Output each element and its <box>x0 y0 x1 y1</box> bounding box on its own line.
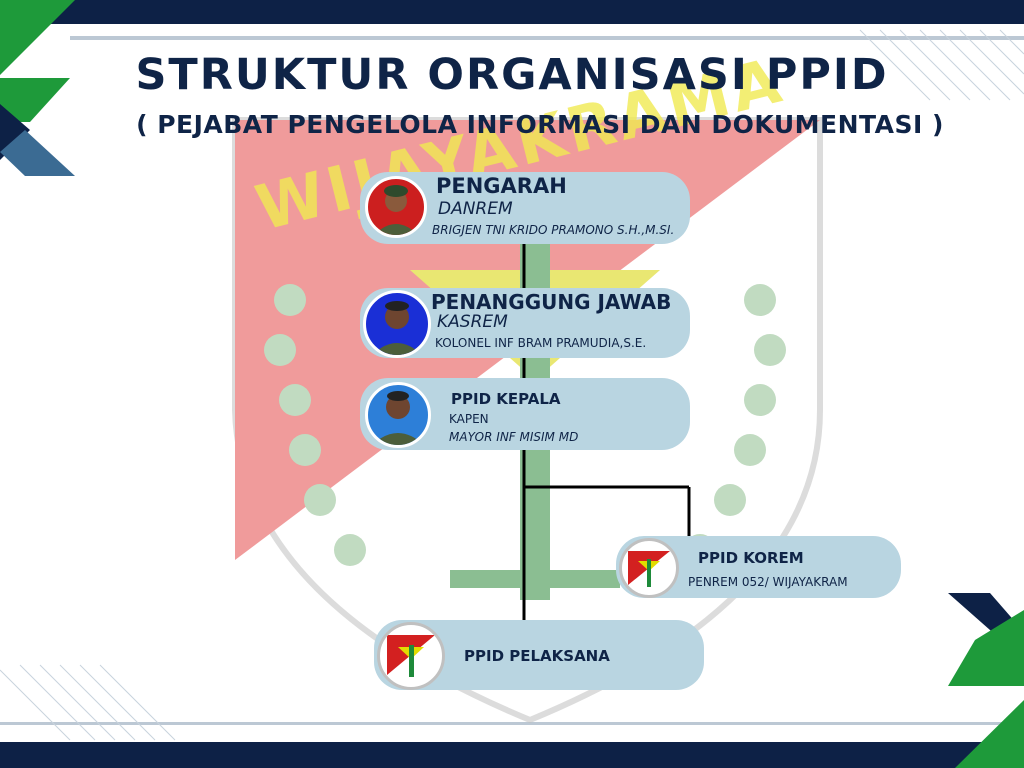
avatar <box>365 382 431 448</box>
top-divider <box>70 36 1024 40</box>
wijayakrama-logo <box>377 622 445 690</box>
node-name: MAYOR INF MISIM MD <box>449 430 579 444</box>
page-subtitle: ( PEJABAT PENGELOLA INFORMASI DAN DOKUME… <box>136 110 944 139</box>
node-name: BRIGJEN TNI KRIDO PRAMONO S.H.,M.SI. <box>432 223 675 237</box>
node-role: PENGARAH <box>436 174 567 198</box>
node-role: PPID PELAKSANA <box>464 647 610 665</box>
node-position: KAPEN <box>449 412 489 426</box>
node-position: DANREM <box>438 199 513 219</box>
top-bar <box>0 0 1024 24</box>
page-title: STRUKTUR ORGANISASI PPID <box>135 50 889 100</box>
node-position: KASREM <box>437 312 508 332</box>
bottom-bar <box>0 742 1024 768</box>
bottom-divider <box>0 722 1024 725</box>
node-name: PENREM 052/ WIJAYAKRAM <box>688 575 848 589</box>
avatar <box>363 290 431 358</box>
node-role: PENANGGUNG JAWAB <box>431 290 672 314</box>
wijayakrama-logo <box>619 538 679 598</box>
node-role: PPID KEPALA <box>451 390 561 408</box>
node-name: KOLONEL INF BRAM PRAMUDIA,S.E. <box>435 336 647 350</box>
node-role: PPID KOREM <box>698 549 804 567</box>
avatar <box>365 176 427 238</box>
